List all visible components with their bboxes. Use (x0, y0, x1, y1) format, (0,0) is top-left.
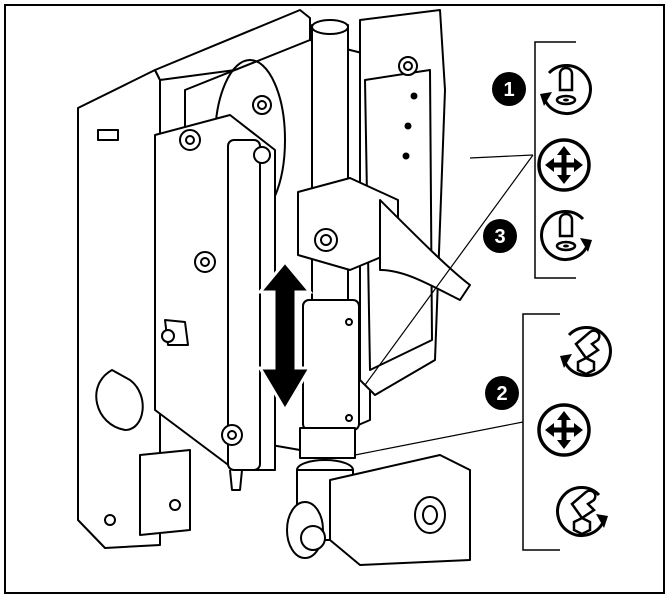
loosen-wrench-icon (560, 325, 612, 377)
loosen-knob-icon (540, 63, 592, 115)
step-badge-3: 3 (483, 219, 517, 253)
lower-group-bracket (522, 313, 560, 551)
lower-sleeve (299, 299, 360, 459)
upper-group-bracket (534, 41, 576, 279)
adjust-move-icon (537, 138, 591, 192)
vertical-adjust-arrow (256, 259, 314, 413)
leader-line-upper-tick (469, 154, 534, 159)
step-badge-2: 2 (485, 376, 519, 410)
tighten-wrench-icon (556, 485, 608, 537)
curved-arm (379, 199, 471, 301)
leader-line-lower (354, 421, 524, 456)
bottom-hinge (286, 454, 471, 566)
upper-clamp (297, 177, 399, 271)
tighten-knob-icon (540, 209, 592, 261)
mounting-plate (77, 9, 311, 549)
front-plate (154, 95, 276, 491)
step-number-3: 3 (494, 226, 505, 248)
step-number-2: 2 (496, 383, 507, 405)
step-badge-1: 1 (492, 72, 526, 106)
leader-line-upper (364, 154, 534, 386)
step-number-1: 1 (503, 79, 514, 101)
adjust-move-icon-lower (537, 403, 591, 457)
